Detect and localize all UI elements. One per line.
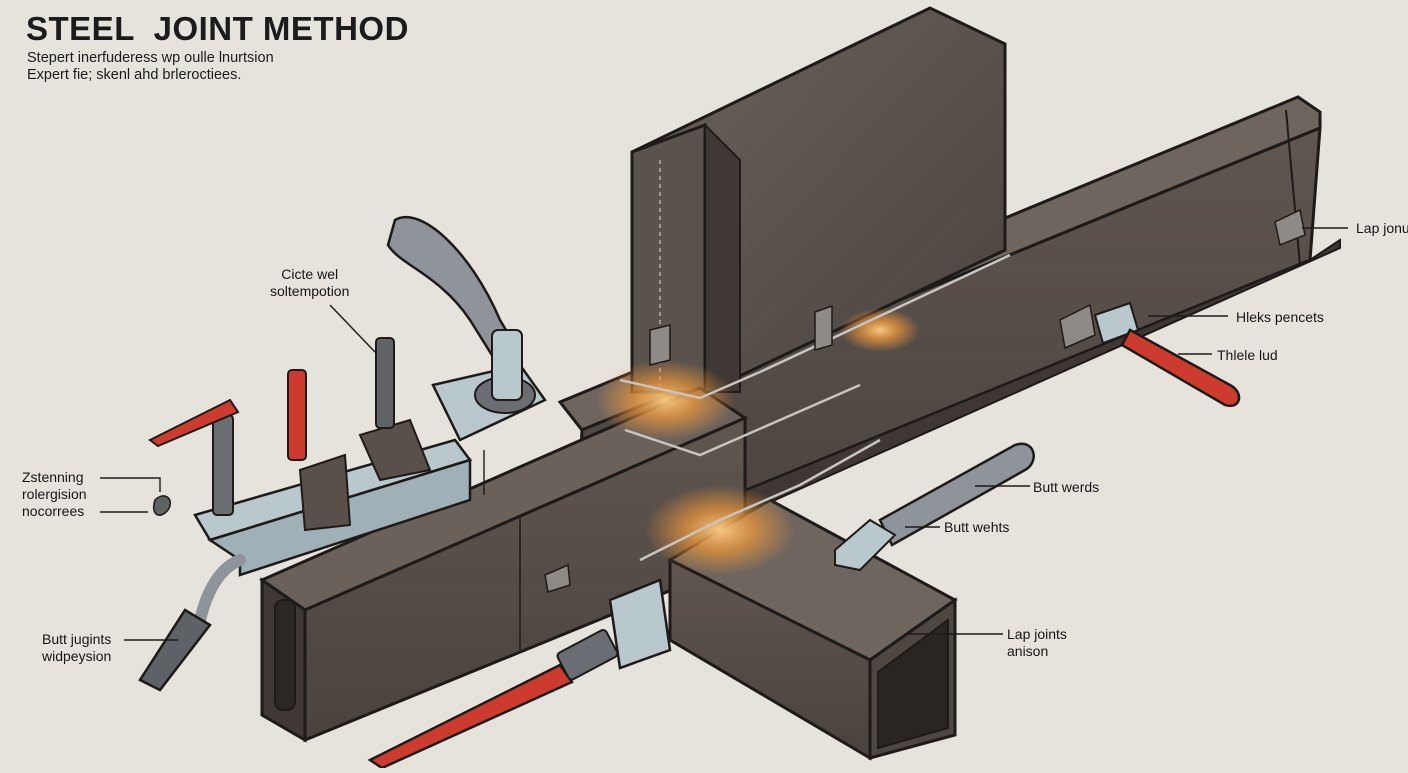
page-subtitle: Stepert inerfuderess wp oulle lnurtsion …	[27, 50, 274, 84]
label-zstenning: Zstenning rolergision nocorrees	[22, 469, 87, 519]
page-title: STEEL JOINT METHOD	[26, 10, 409, 47]
label-lap-jonu: Lap jonu	[1356, 220, 1408, 236]
toggle-clamp-handle	[386, 215, 536, 414]
label-butt-werds: Butt werds	[1033, 479, 1100, 495]
label-hleks-pencets: Hleks pencets	[1236, 309, 1324, 325]
weld-seams	[619, 253, 1011, 562]
leader-lines	[100, 227, 1348, 641]
label-butt-jugints: Butt jugints widpeysion	[42, 631, 112, 664]
subtitle-line-1: Stepert inerfuderess wp oulle lnurtsion	[27, 50, 274, 66]
main-box-beam	[258, 386, 749, 743]
label-butt-wehts: Butt wehts	[944, 519, 1010, 535]
label-thlele-lud: Thlele lud	[1217, 347, 1278, 363]
weld-glow	[595, 308, 920, 575]
grey-handle-right	[834, 442, 1035, 572]
weld-tabs	[544, 208, 1306, 593]
label-cicte-weld: Cicte wel soltempotion	[270, 266, 350, 299]
red-rod-bottom	[367, 578, 672, 770]
label-lap-joints-anison: Lap joints anison	[1007, 626, 1067, 659]
subtitle-line-2: Expert fie; skenl ahd brleroctiees.	[27, 67, 242, 83]
vertical-plate	[630, 6, 1007, 394]
bent-pipe-handle	[138, 495, 246, 692]
red-handle-right	[1093, 301, 1241, 408]
front-box-section	[666, 498, 958, 761]
clamp-screws	[148, 337, 395, 516]
